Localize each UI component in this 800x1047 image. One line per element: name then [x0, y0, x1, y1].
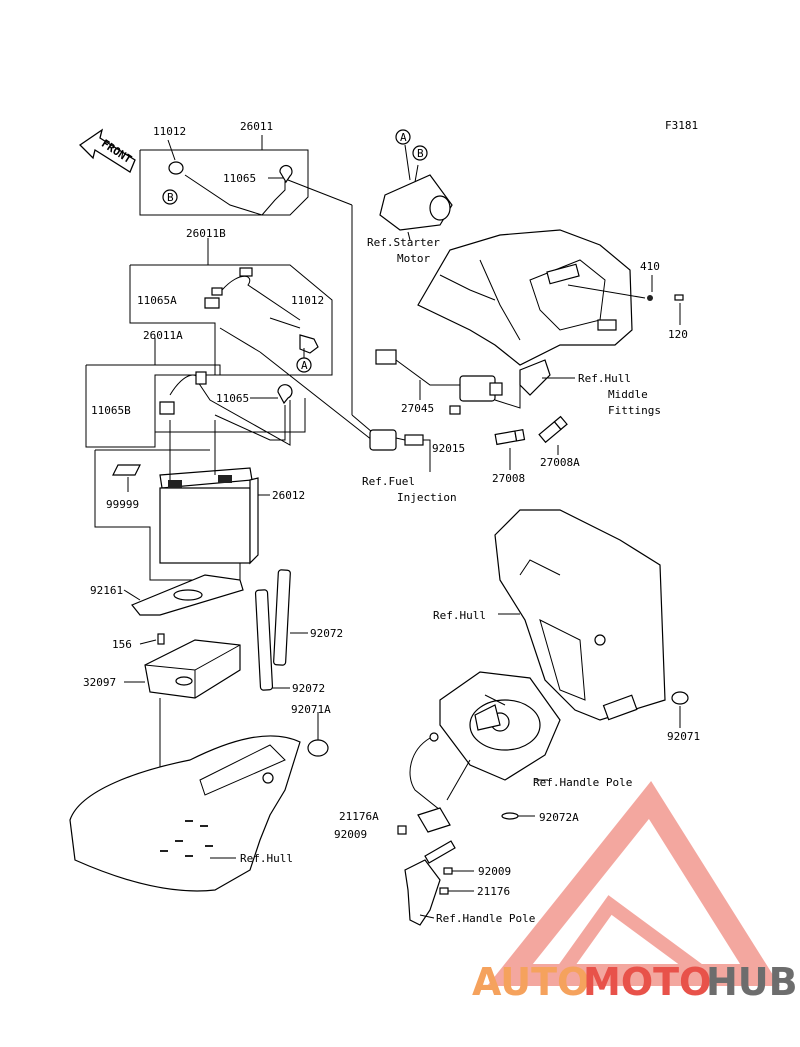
front-arrow-icon: FRONT: [78, 128, 136, 173]
harness-26011: [139, 135, 373, 433]
mark-a-top: A: [400, 131, 407, 144]
ref-hull-middle-line2: Middle: [608, 388, 648, 401]
starter-motor: [379, 129, 453, 241]
ref-hull-left: Ref.Hull: [240, 852, 293, 865]
ref-fuel-injection-line1: Ref.Fuel: [362, 475, 415, 488]
callout-26011B: 26011B: [186, 227, 226, 240]
connector-marks: A B B A: [167, 131, 424, 372]
harness-26011A: [85, 338, 306, 448]
callout-92072A: 92072A: [539, 811, 579, 824]
watermark-hub: HUB: [706, 960, 798, 1004]
callout-21176: 21176: [477, 885, 510, 898]
watermark-moto: MOTO: [583, 960, 711, 1004]
mark-a-mid: A: [301, 359, 308, 372]
callout-11065B: 11065B: [91, 404, 131, 417]
mark-b-top: B: [417, 147, 424, 160]
callout-11065-mid: 11065: [216, 392, 249, 405]
ref-starter-motor-line2: Motor: [397, 252, 430, 265]
callout-32097: 32097: [83, 676, 116, 689]
watermark-auto: AUTO: [472, 960, 589, 1004]
watermark-text: AUTO MOTO HUB: [472, 960, 798, 1004]
handle-pole-assembly: [397, 671, 561, 926]
callout-156: 156: [112, 638, 132, 651]
straps-92072: [254, 569, 308, 691]
callout-410: 410: [640, 260, 660, 273]
callout-92161: 92161: [90, 584, 123, 597]
callout-26011: 26011: [240, 120, 273, 133]
battery-26012: [94, 420, 270, 581]
callout-11012-mid: 11012: [291, 294, 324, 307]
callout-27008A: 27008A: [540, 456, 580, 469]
reference-labels: Ref.Starter Motor Ref.Hull Middle Fittin…: [240, 236, 661, 925]
callout-11065A: 11065A: [137, 294, 177, 307]
ref-hull-middle-line1: Ref.Hull: [578, 372, 631, 385]
callout-27045: 27045: [401, 402, 434, 415]
figure-code: F3181: [665, 119, 698, 132]
callout-21176A: 21176A: [339, 810, 379, 823]
callout-92071: 92071: [667, 730, 700, 743]
injection-parts: [369, 349, 568, 472]
callout-99999: 99999: [106, 498, 139, 511]
callout-11065-top: 11065: [223, 172, 256, 185]
callout-labels: 11012 26011 11065 26011B 11065A 11012 26…: [83, 120, 700, 898]
callout-27008: 27008: [492, 472, 525, 485]
ref-starter-motor-line1: Ref.Starter: [367, 236, 440, 249]
callout-26012: 26012: [272, 489, 305, 502]
callout-92009-a: 92009: [334, 828, 367, 841]
callout-11012-top: 11012: [153, 125, 186, 138]
mark-b-left: B: [167, 191, 174, 204]
battery-case-32097: [124, 633, 241, 845]
callout-92071A: 92071A: [291, 703, 331, 716]
callout-26011A: 26011A: [143, 329, 183, 342]
ref-hull-right: Ref.Hull: [433, 609, 486, 622]
hull-left: [69, 712, 329, 892]
callout-92009-b: 92009: [478, 865, 511, 878]
callout-120: 120: [668, 328, 688, 341]
harness-26011B: [129, 238, 373, 441]
callout-92072-b: 92072: [292, 682, 325, 695]
ref-handle-pole-upper: Ref.Handle Pole: [533, 776, 632, 789]
tray-92161: [123, 574, 244, 616]
watermark-logo: [487, 781, 780, 986]
ref-hull-middle-line3: Fittings: [608, 404, 661, 417]
ref-fuel-injection-line2: Injection: [397, 491, 457, 504]
callout-92072-a: 92072: [310, 627, 343, 640]
ref-handle-pole-lower: Ref.Handle Pole: [436, 912, 535, 925]
callout-92015: 92015: [432, 442, 465, 455]
hull-middle-fittings: [417, 229, 684, 396]
hull-right: [494, 509, 689, 728]
